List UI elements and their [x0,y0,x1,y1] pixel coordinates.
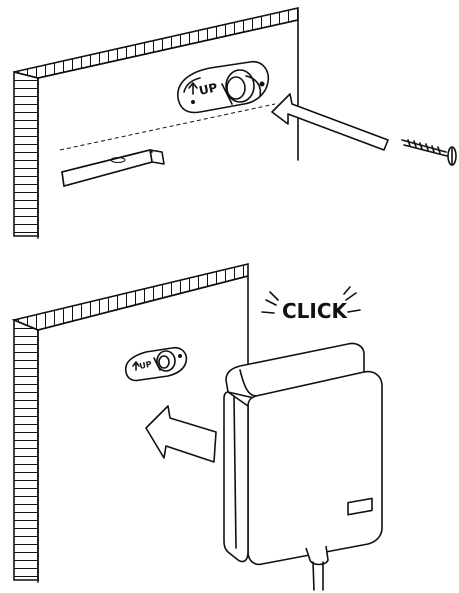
click-indicator: CLICK [262,287,360,323]
power-adapter [224,343,382,590]
step2-panel: UP CLICK [14,264,382,590]
wall-top-edge-2 [14,264,248,330]
push-arrow [146,406,216,462]
wall-side-edge-1 [14,72,38,236]
wall-bracket: UP [178,62,268,113]
screw-icon [402,140,456,165]
click-label: CLICK [282,299,349,323]
level-guide-line [60,104,275,150]
wall-side-edge-2 [14,320,38,580]
wall-bracket-small: UP [126,348,187,381]
step1-panel: UP [14,8,456,238]
power-cable [306,546,328,590]
insert-arrow [272,94,388,150]
spirit-level [62,150,164,186]
